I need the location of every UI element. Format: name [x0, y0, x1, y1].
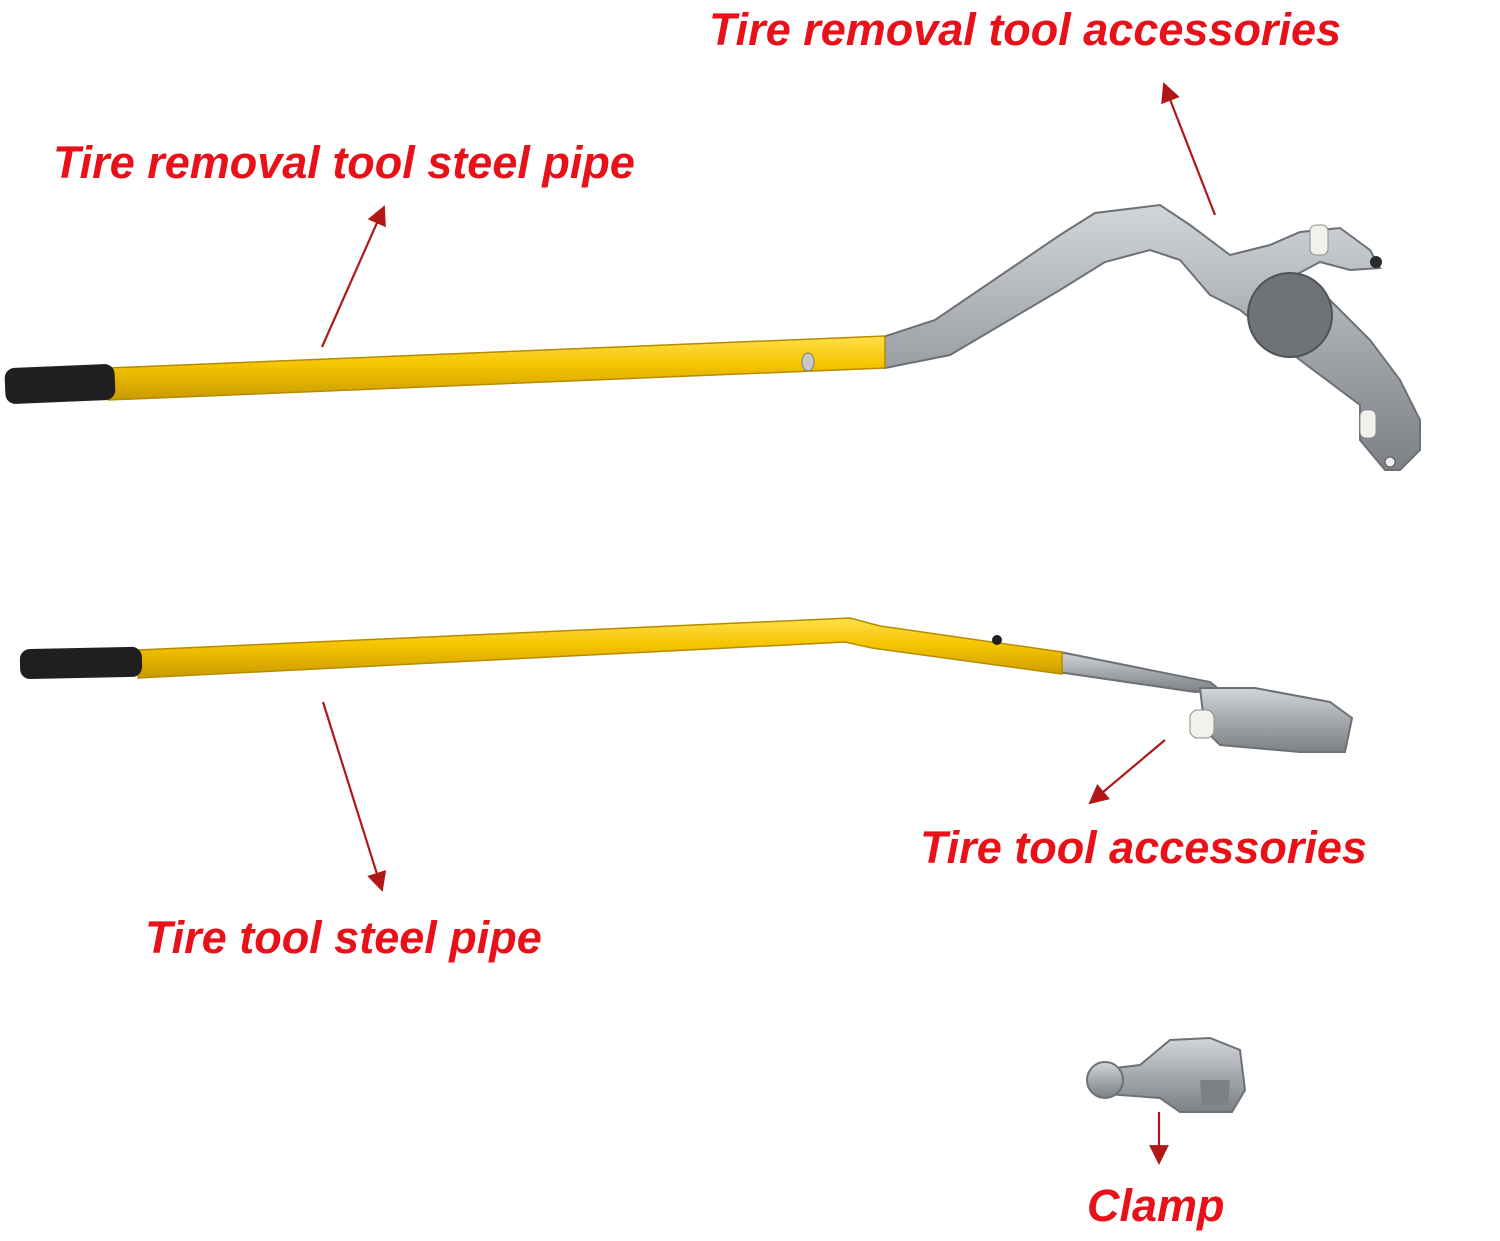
arrow-tool-accessories [1088, 739, 1166, 805]
tire-tool [19, 617, 1354, 753]
tire-tool-pipe [137, 617, 1063, 679]
label-clamp: Clamp [1087, 1180, 1225, 1231]
tire-tool-grip [19, 646, 143, 680]
clamp [1086, 1036, 1247, 1113]
pointer-arrows [320, 82, 1217, 1165]
label-tire-removal-tool-steel-pipe: Tire removal tool steel pipe [53, 137, 635, 188]
label-tire-removal-tool-accessories: Tire removal tool accessories [709, 4, 1341, 55]
arrow-removal-accessories [1161, 82, 1217, 216]
arrow-tool-pipe [321, 701, 387, 892]
pipe-pin [992, 635, 1002, 645]
pipe-pin [801, 352, 815, 372]
tire-tool-head [1056, 650, 1354, 753]
arrow-removal-pipe [320, 205, 386, 348]
tire-removal-tool-grip [4, 364, 116, 404]
tire-removal-tool-head [878, 203, 1421, 471]
tire-removal-tool [4, 203, 1421, 471]
tire-removal-tool-pipe [107, 335, 886, 401]
label-tire-tool-accessories: Tire tool accessories [920, 822, 1367, 873]
label-tire-tool-steel-pipe: Tire tool steel pipe [145, 912, 542, 963]
